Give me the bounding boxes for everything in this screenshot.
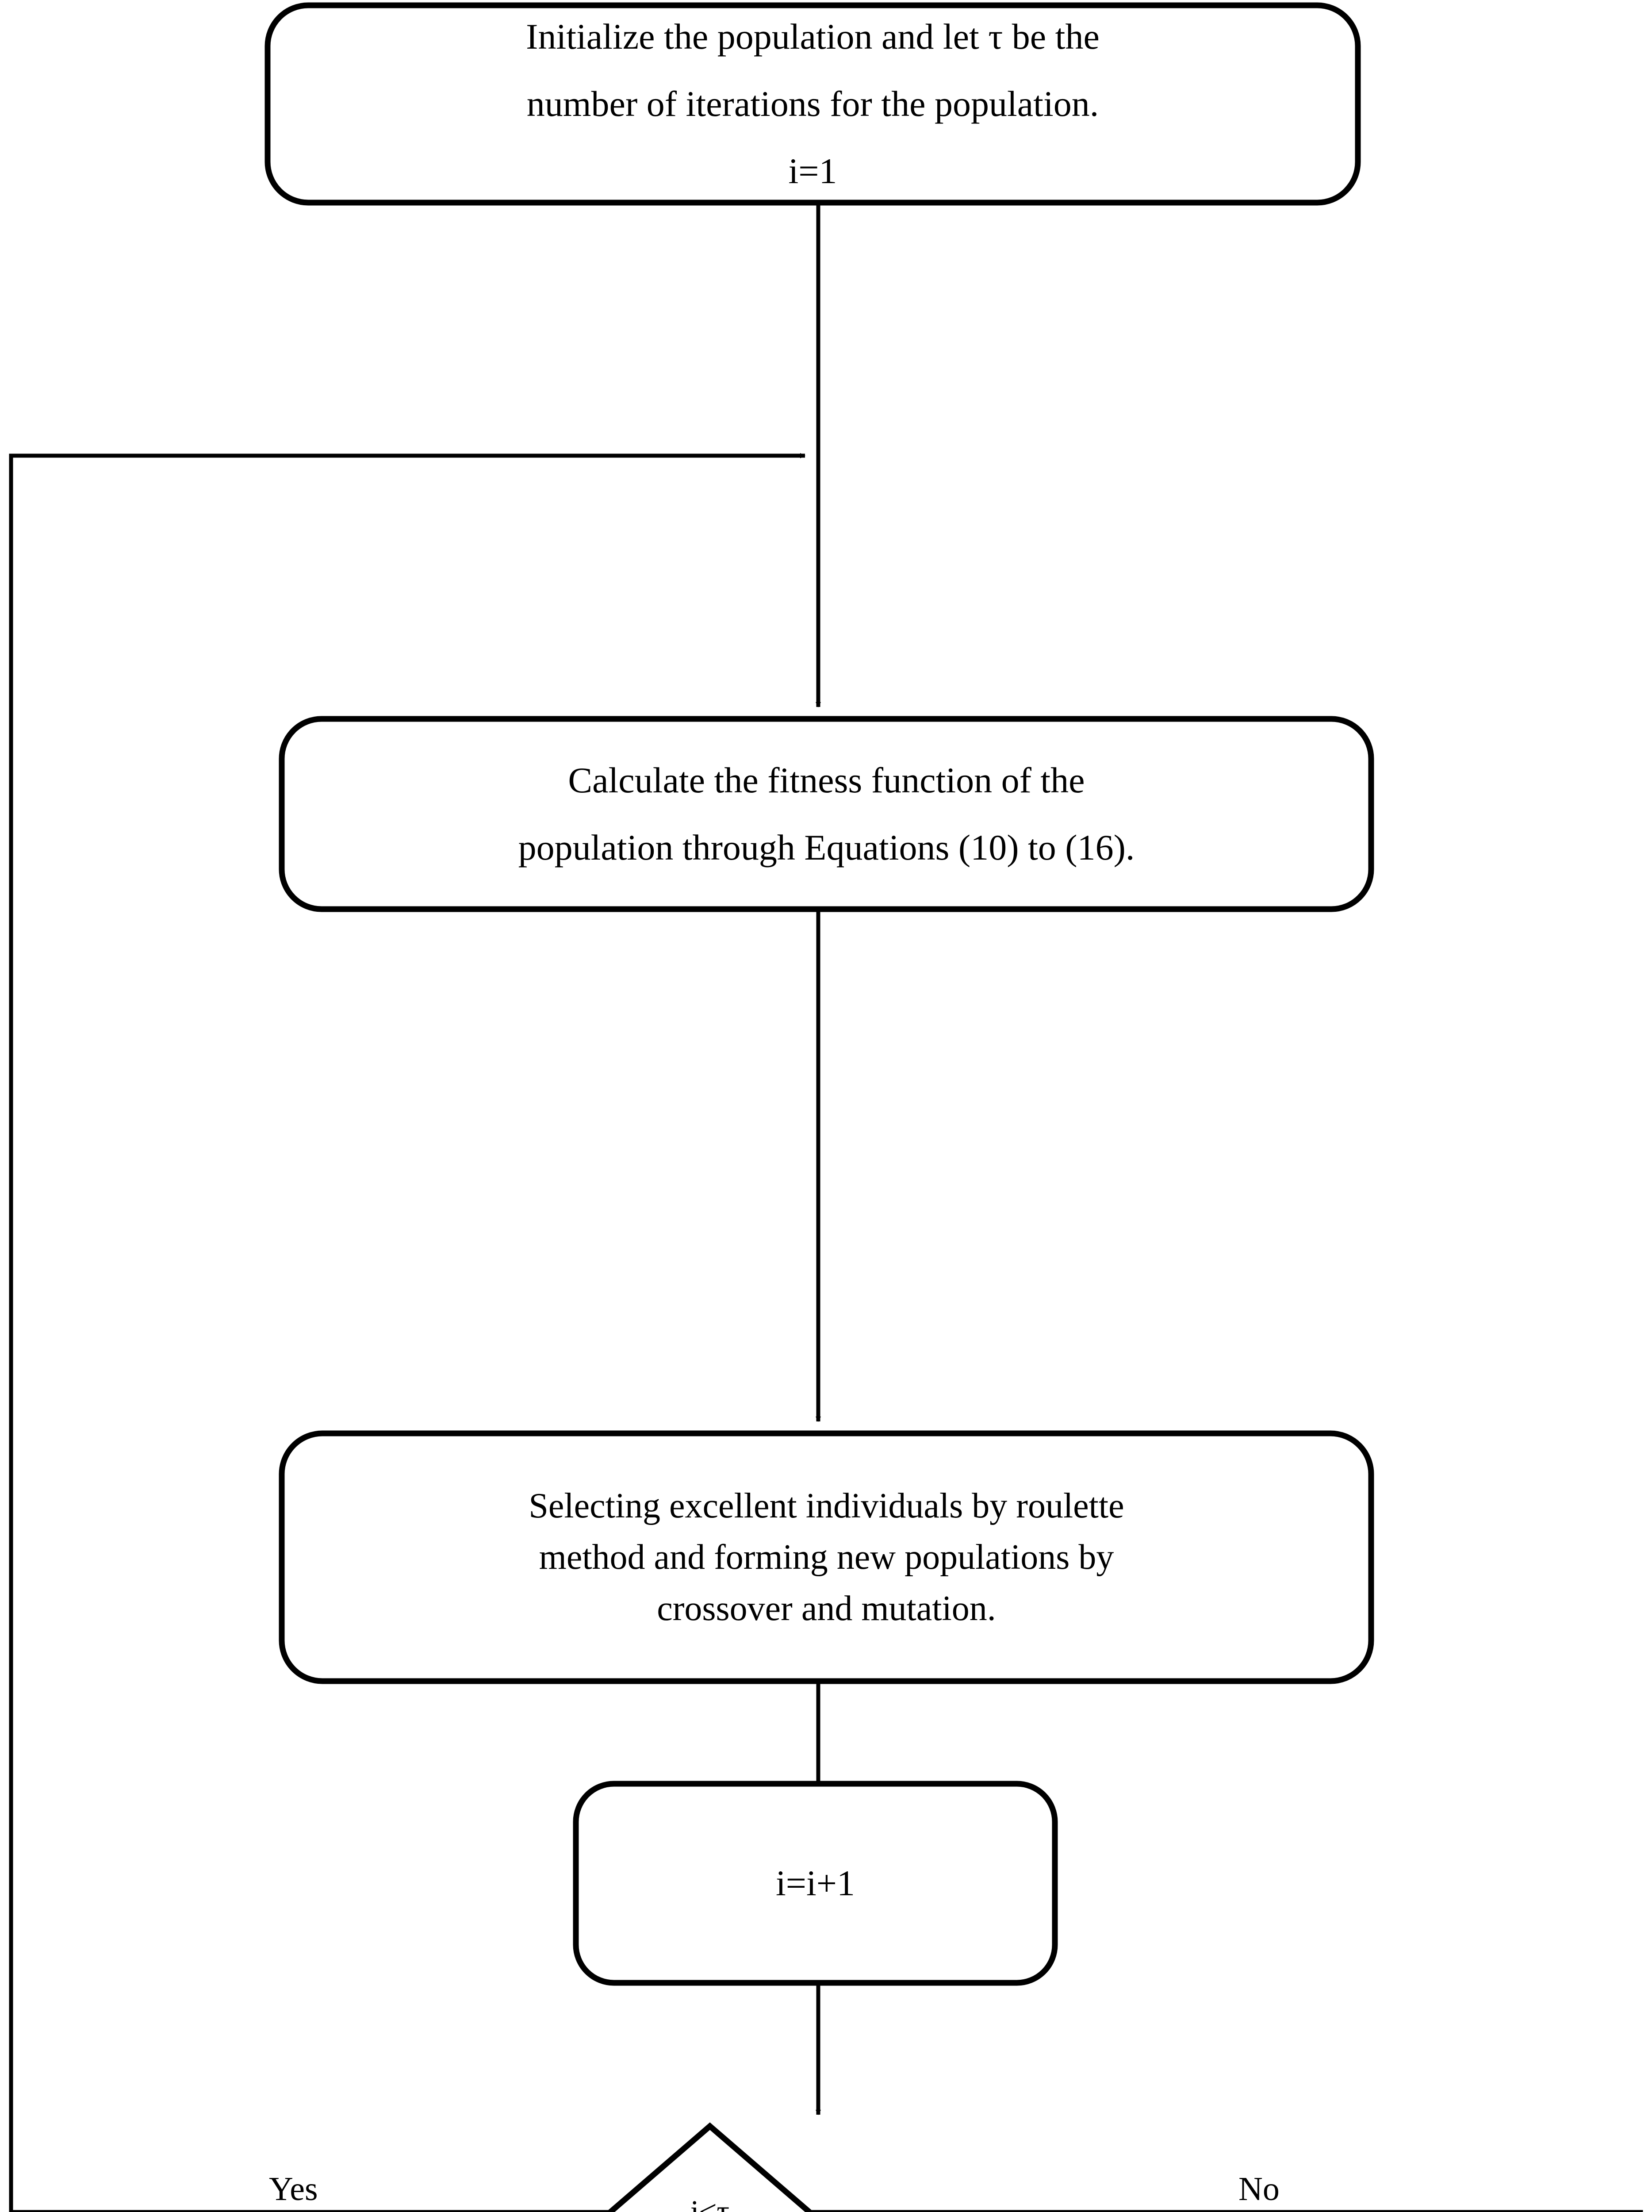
node-selection-shape[interactable]: [279, 1430, 1374, 1684]
node-increment-shape[interactable]: [573, 1781, 1058, 1986]
node-fitness-shape[interactable]: [279, 716, 1374, 912]
node-decision-shape[interactable]: [606, 2122, 814, 2212]
edge-label-no: No: [1238, 2170, 1280, 2208]
edge-label-yes: Yes: [269, 2170, 318, 2208]
edge-yes-loop-back: [9, 453, 805, 2212]
node-initialize-shape[interactable]: [264, 2, 1361, 206]
